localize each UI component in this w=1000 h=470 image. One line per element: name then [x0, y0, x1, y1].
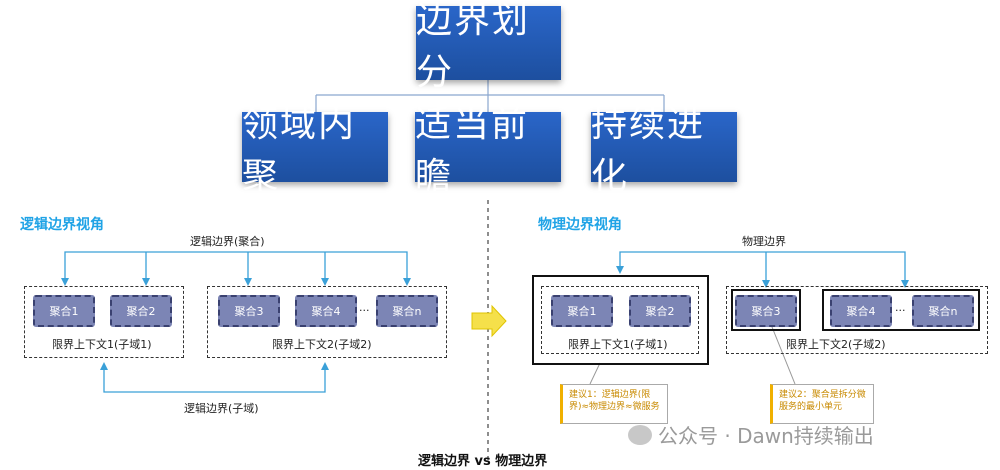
- child-label-evolution: 持续进化: [591, 104, 706, 197]
- right-context1-label: 限界上下文1(子域1): [568, 338, 668, 351]
- left-context2-box: [207, 286, 447, 358]
- right-top-label: 物理边界: [742, 235, 786, 248]
- wechat-icon: [628, 424, 652, 445]
- right-ellipsis: ···: [895, 304, 906, 317]
- right-context1-box: [541, 286, 699, 354]
- right-context2-box: [726, 286, 988, 354]
- right-service1-boundary: [532, 275, 709, 365]
- root-label: 边界划分: [416, 0, 531, 93]
- left-aggregate-3: 聚合3: [218, 295, 280, 327]
- left-aggregate-1: 聚合1: [33, 295, 95, 327]
- child-box-evolution: 持续进化: [591, 104, 737, 197]
- left-context1-box: [24, 286, 184, 358]
- right-aggregate-4: 聚合4: [830, 295, 892, 327]
- right-aggregate-3: 聚合3: [735, 295, 797, 327]
- right-note-1: 建议1：逻辑边界(限界)≈物理边界≈微服务: [560, 384, 668, 424]
- left-top-label: 逻辑边界(聚合): [190, 235, 265, 248]
- watermark-text: 公众号 · Dawn持续输出: [658, 424, 874, 448]
- right-note-2: 建议2：聚合是拆分微服务的最小单元: [770, 384, 874, 424]
- left-context1-label: 限界上下文1(子域1): [52, 338, 152, 351]
- watermark: 公众号 · Dawn持续输出: [628, 420, 874, 449]
- child-box-cohesion: 领域内聚: [242, 104, 388, 197]
- left-aggregate-2: 聚合2: [110, 295, 172, 327]
- right-section-title: 物理边界视角: [538, 217, 622, 233]
- right-aggregate-2: 聚合2: [629, 295, 691, 327]
- right-aggregate-1: 聚合1: [551, 295, 613, 327]
- right-service3-boundary: [822, 289, 980, 331]
- child-label-foresight: 适当前瞻: [415, 104, 530, 197]
- root-box: 边界划分: [416, 0, 561, 93]
- caption: 逻辑边界 vs 物理边界: [418, 454, 548, 469]
- right-aggregate-n: 聚合n: [912, 295, 974, 327]
- left-bottom-label: 逻辑边界(子域): [184, 402, 259, 415]
- left-aggregate-n: 聚合n: [376, 295, 438, 327]
- child-box-foresight: 适当前瞻: [415, 104, 561, 197]
- left-aggregate-4: 聚合4: [295, 295, 357, 327]
- right-service2-boundary: [731, 289, 801, 331]
- right-context2-label: 限界上下文2(子域2): [786, 338, 886, 351]
- child-label-cohesion: 领域内聚: [242, 104, 357, 197]
- left-ellipsis: ···: [359, 304, 370, 317]
- left-section-title: 逻辑边界视角: [20, 217, 104, 233]
- left-context2-label: 限界上下文2(子域2): [272, 338, 372, 351]
